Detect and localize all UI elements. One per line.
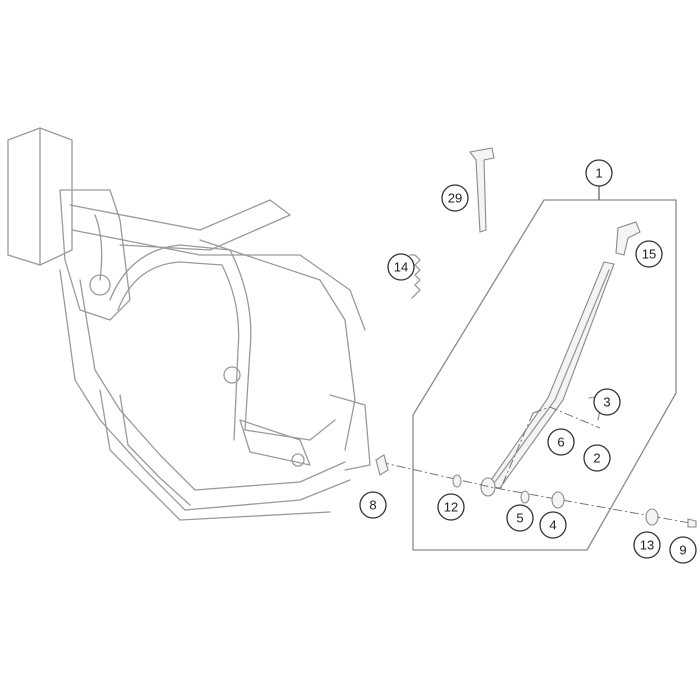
callout-label: 14 [394,260,408,275]
callout-label: 3 [603,395,610,410]
callout-12: 12 [437,493,465,521]
callout-circle [506,504,534,532]
callout-circle [441,184,469,212]
callout-circle [437,493,465,521]
callout-label: 6 [557,435,564,450]
callout-circle [359,491,387,519]
callout-29: 29 [441,184,469,212]
callout-6: 6 [547,428,575,456]
callout-label: 12 [444,500,458,515]
assembly-axis [379,461,691,524]
callout-4: 4 [539,511,567,539]
callout-label: 8 [369,498,376,513]
callout-circle [547,428,575,456]
callout-14: 14 [387,253,415,281]
callout-circle [585,159,613,187]
assembly-1-border [412,199,677,551]
callout-label: 13 [640,538,654,553]
callout-9: 9 [669,536,697,564]
callout-label: 4 [549,518,556,533]
frame-drawing [7,127,371,521]
callout-label: 1 [595,166,602,181]
callout-8: 8 [359,491,387,519]
callout-circle [583,444,611,472]
callout-3: 3 [593,388,621,416]
callout-15: 15 [635,240,663,268]
callout-circle [539,511,567,539]
callout-circle [669,536,697,564]
callout-circle [635,240,663,268]
callout-label: 2 [593,451,600,466]
callout-13: 13 [633,531,661,559]
callout-label: 15 [642,247,656,262]
callout-circle [387,253,415,281]
callout-5: 5 [506,504,534,532]
callout-circle [633,531,661,559]
callout-label: 29 [448,191,462,206]
callout-label: 5 [516,511,523,526]
callout-1: 1 [585,159,613,187]
callout-circle [593,388,621,416]
callout-label: 9 [679,543,686,558]
hardware-drawing [375,454,697,528]
callout-2: 2 [583,444,611,472]
